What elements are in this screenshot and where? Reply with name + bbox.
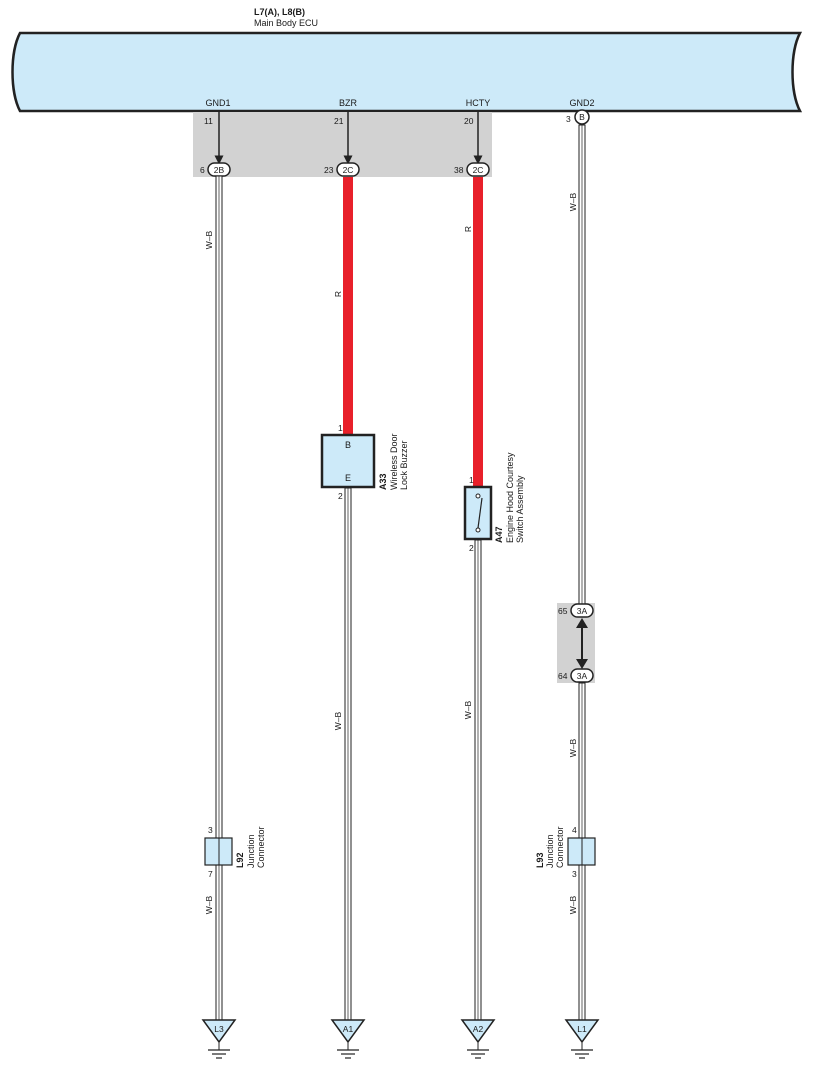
ground-a1: A1 — [330, 1019, 366, 1059]
wire-gnd2 — [578, 124, 586, 1021]
wire-gnd1 — [215, 175, 223, 1021]
pin-11: 11 — [204, 116, 213, 126]
wire-label-wb-1: W–B — [204, 230, 214, 249]
svg-text:A33: A33 — [378, 473, 388, 490]
terminal-gnd1: GND1 — [205, 98, 230, 108]
wire-label-wb-5: W–B — [568, 192, 578, 211]
svg-text:Switch Assembly: Switch Assembly — [515, 475, 525, 543]
svg-text:Connector: Connector — [555, 826, 565, 868]
pin-20: 20 — [464, 116, 474, 126]
main-body-ecu: L7(A), L8(B) Main Body ECU — [11, 7, 803, 113]
svg-text:Lock Buzzer: Lock Buzzer — [399, 440, 409, 490]
svg-text:L3: L3 — [214, 1024, 224, 1034]
wire-label-r-2: R — [463, 226, 473, 232]
pin-3: 3 — [566, 114, 571, 124]
svg-text:65: 65 — [558, 606, 568, 616]
svg-text:L93: L93 — [535, 852, 545, 868]
component-a47-switch: 1 2 A47 Engine Hood Courtesy Switch Asse… — [463, 452, 525, 553]
ecu-name: Main Body ECU — [254, 18, 318, 28]
svg-text:38: 38 — [454, 165, 464, 175]
svg-text:3A: 3A — [577, 671, 588, 681]
wire-a47-ground — [474, 539, 482, 1021]
svg-text:Engine Hood Courtesy: Engine Hood Courtesy — [505, 452, 515, 543]
svg-text:4: 4 — [572, 825, 577, 835]
svg-text:3A: 3A — [577, 606, 588, 616]
svg-text:2: 2 — [338, 491, 343, 501]
svg-text:6: 6 — [200, 165, 205, 175]
svg-text:Junction: Junction — [246, 834, 256, 868]
wire-hcty-red — [473, 177, 483, 487]
terminal-bzr: BZR — [339, 98, 358, 108]
connector-b-gnd2: B — [574, 109, 590, 125]
wire-bzr-red — [343, 177, 353, 435]
terminal-hcty: HCTY — [466, 98, 491, 108]
svg-text:1: 1 — [469, 475, 474, 485]
connector-2b: 2B 6 — [200, 162, 231, 177]
svg-text:3: 3 — [572, 869, 577, 879]
wire-label-wb-3: W–B — [333, 711, 343, 730]
connector-2c-hcty: 2C 38 — [454, 162, 490, 177]
ground-a2: A2 — [460, 1019, 496, 1059]
svg-text:Wireless Door: Wireless Door — [389, 433, 399, 490]
svg-text:B: B — [579, 112, 585, 122]
svg-text:1: 1 — [338, 423, 343, 433]
svg-text:A2: A2 — [473, 1024, 484, 1034]
wire-a33-ground — [344, 487, 352, 1021]
svg-text:2: 2 — [469, 543, 474, 553]
connector-3a-pair: 3A 65 3A 64 — [558, 603, 594, 683]
svg-text:2C: 2C — [473, 165, 484, 175]
svg-text:A47: A47 — [494, 526, 504, 543]
svg-text:Connector: Connector — [256, 826, 266, 868]
svg-text:3: 3 — [208, 825, 213, 835]
wire-label-wb-4: W–B — [463, 700, 473, 719]
ecu-id: L7(A), L8(B) — [254, 7, 305, 17]
svg-text:64: 64 — [558, 671, 568, 681]
wire-label-wb-7: W–B — [568, 895, 578, 914]
connector-2c-bzr: 2C 23 — [324, 162, 360, 177]
svg-text:7: 7 — [208, 869, 213, 879]
svg-text:L92: L92 — [235, 852, 245, 868]
ecu-terminal-labels: GND1 BZR HCTY GND2 — [205, 98, 594, 108]
component-l93-junction: 4 3 L93 Junction Connector — [535, 825, 596, 879]
pin-21: 21 — [334, 116, 344, 126]
svg-text:B: B — [345, 440, 351, 450]
wire-label-r-1: R — [333, 291, 343, 297]
component-l92-junction: 3 7 L92 Junction Connector — [204, 825, 266, 879]
svg-text:23: 23 — [324, 165, 334, 175]
svg-text:A1: A1 — [343, 1024, 354, 1034]
ground-l1: L1 — [564, 1019, 600, 1059]
wire-label-wb-2: W–B — [204, 895, 214, 914]
svg-text:2C: 2C — [343, 165, 354, 175]
terminal-gnd2: GND2 — [569, 98, 594, 108]
svg-text:L1: L1 — [577, 1024, 587, 1034]
component-a33-buzzer: B E 1 2 A33 Wireless Door Lock Buzzer — [320, 423, 409, 501]
svg-text:2B: 2B — [214, 165, 225, 175]
wire-label-wb-6: W–B — [568, 738, 578, 757]
svg-text:E: E — [345, 473, 351, 483]
svg-text:Junction: Junction — [545, 834, 555, 868]
ground-l3: L3 — [201, 1019, 237, 1059]
